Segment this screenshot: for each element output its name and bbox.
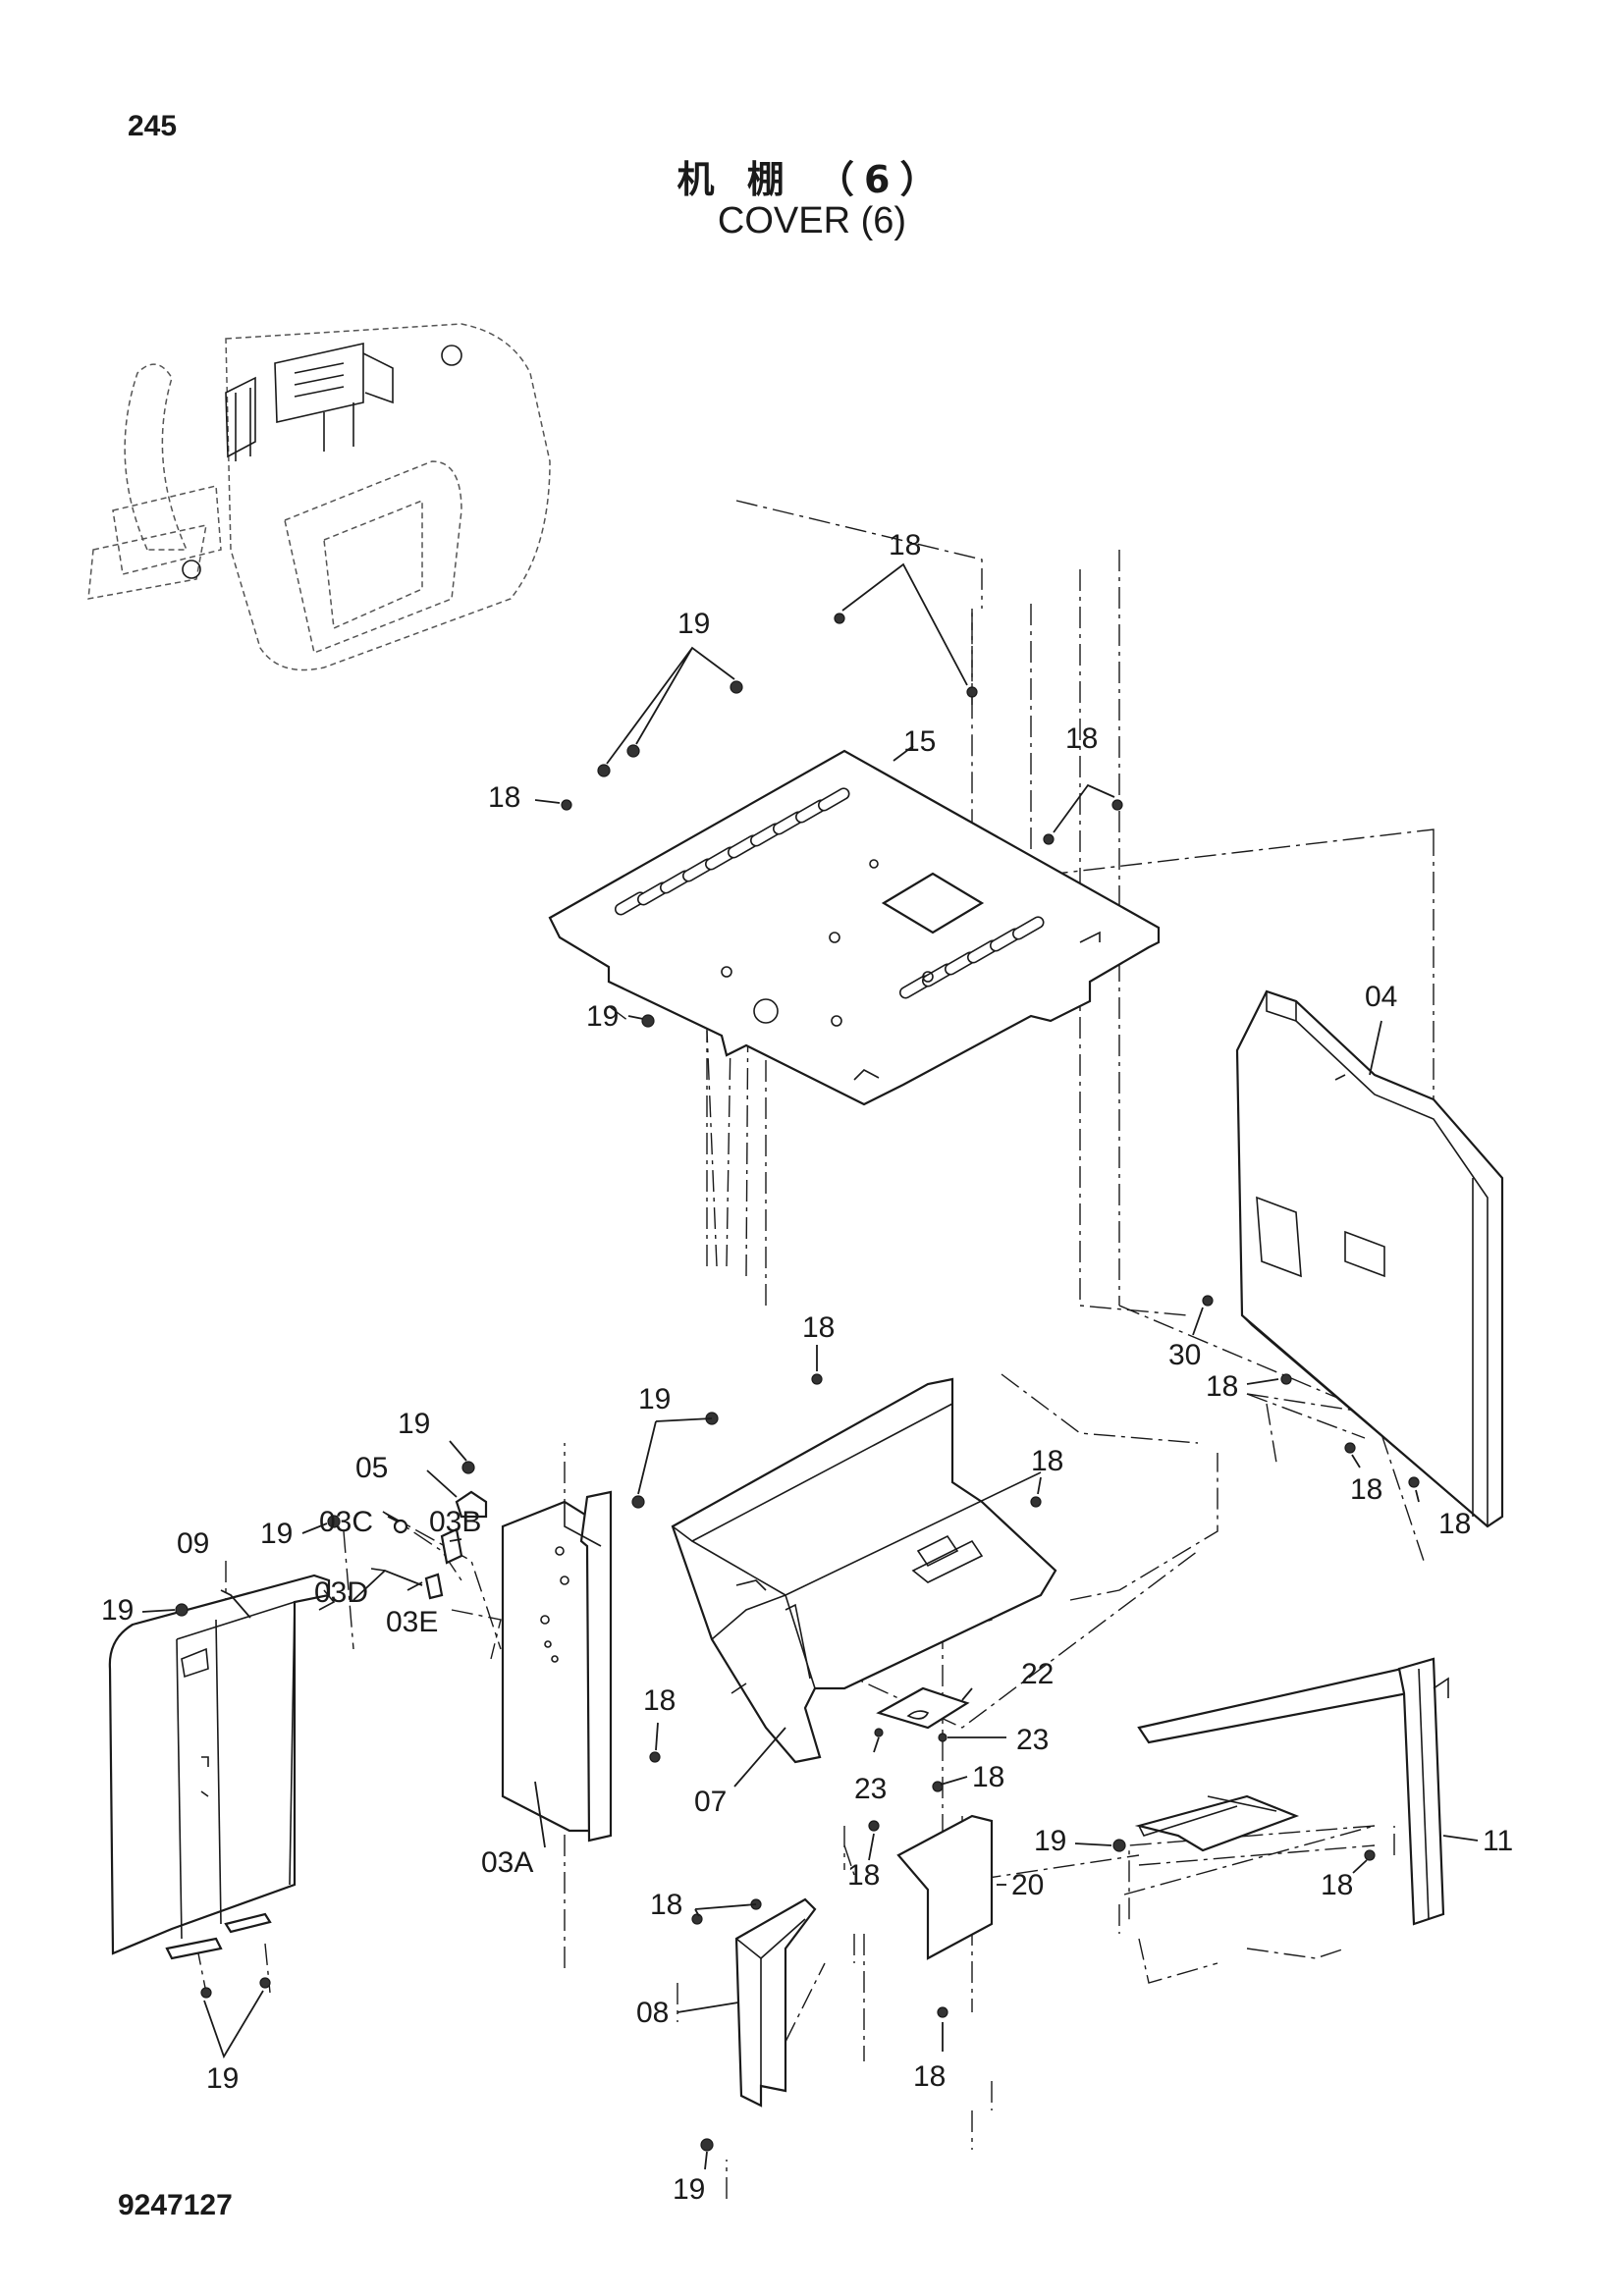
bolt-18-04-c: [1408, 1476, 1420, 1488]
callout-08: 08: [636, 1997, 669, 2029]
bolt-30: [1202, 1295, 1214, 1307]
callout-30: 30: [1168, 1339, 1201, 1371]
callout-03b: 03B: [429, 1506, 481, 1538]
part-03e-nut: [424, 1573, 444, 1600]
callout-18-top-left: 18: [488, 781, 520, 814]
bolt-18-08-b: [691, 1913, 703, 1925]
bolt-18-03a: [649, 1751, 661, 1763]
bolt-18-left: [561, 799, 572, 811]
bolt-18-right-a: [1043, 833, 1055, 845]
bolt-18-11: [1364, 1849, 1376, 1861]
callout-11: 11: [1483, 1825, 1513, 1857]
part-15-top-cover-plate: [548, 749, 1161, 1106]
callout-19-mid: 19: [586, 1000, 619, 1033]
nut-19-top-c: [626, 744, 640, 758]
callout-18-mid: 18: [802, 1311, 835, 1344]
bolt-18-04-a: [1280, 1373, 1292, 1385]
callout-labels: 18 19 18 15 18 19 04 18 30 18 18 18 19 1…: [101, 529, 1513, 2206]
nut-19-05: [461, 1461, 475, 1474]
callout-18-top-right: 18: [1065, 722, 1098, 755]
callout-18-center: 18: [1031, 1445, 1063, 1477]
bolt-23-right: [938, 1733, 947, 1742]
callout-23-left: 23: [854, 1773, 887, 1805]
callout-19-09-bottom: 19: [206, 2062, 239, 2095]
callout-20: 20: [1011, 1869, 1044, 1901]
bolt-18-center: [811, 1373, 823, 1385]
callout-18-right-a: 18: [1206, 1370, 1238, 1403]
callout-18-top: 18: [889, 529, 921, 561]
part-05-small-bracket: [455, 1490, 488, 1519]
callout-18-right-c: 18: [1438, 1508, 1471, 1540]
callout-22: 22: [1021, 1658, 1054, 1690]
callout-03e: 03E: [386, 1606, 438, 1638]
bolt-18-top-a: [834, 613, 845, 624]
nut-19-mid: [641, 1014, 655, 1028]
callout-07: 07: [694, 1786, 727, 1818]
part-03d-stud: [370, 1568, 386, 1572]
callout-19-upper-left: 19: [638, 1383, 671, 1415]
part-03b-clip: [440, 1527, 463, 1565]
bolt-18-04-b: [1344, 1442, 1356, 1454]
bolt-18-20-bottom: [937, 2006, 948, 2018]
callout-18-11: 18: [1321, 1869, 1353, 1901]
part-09-left-side-panel: [108, 1574, 336, 1960]
nut-19-09-top: [327, 1515, 341, 1528]
excavator-location-thumbnail: [87, 323, 551, 671]
nut-19-11: [1112, 1839, 1126, 1852]
fasteners: [175, 613, 1420, 2152]
callout-04: 04: [1365, 981, 1397, 1013]
callout-03a: 03A: [481, 1846, 533, 1879]
callout-18-03a: 18: [643, 1684, 676, 1717]
nut-19-09-bottom-a: [200, 1987, 212, 1999]
bolt-18-top-b: [966, 686, 978, 698]
callout-18-20-top: 18: [972, 1761, 1004, 1793]
bolt-18-right-b: [1111, 799, 1123, 811]
callout-18-20-left: 18: [847, 1859, 880, 1892]
bolt-18-07: [1030, 1496, 1042, 1508]
page-number: 245: [128, 110, 178, 142]
leader-lines: [141, 562, 1479, 2170]
part-22-small-plate: [876, 1686, 970, 1730]
part-03c-washer: [393, 1519, 408, 1534]
part-07-center-duct-box: [671, 1377, 1057, 1764]
callout-18-08: 18: [650, 1889, 682, 1921]
callout-05: 05: [355, 1452, 388, 1484]
nut-19-09-bottom-b: [259, 1977, 271, 1989]
nut-19-03a: [631, 1495, 645, 1509]
bolt-18-20-left: [868, 1820, 880, 1832]
drawing-number: 9247127: [118, 2189, 233, 2221]
nut-19-08-bottom: [700, 2138, 714, 2152]
title-chinese: 机 棚 （6）: [677, 158, 947, 201]
part-03a-vertical-column: [501, 1490, 613, 1842]
callout-03d: 03D: [314, 1576, 368, 1609]
part-11-right-frame: [1134, 1657, 1449, 1926]
assembly-phantom-lines: [186, 500, 1435, 2199]
callout-19-11: 19: [1034, 1825, 1066, 1857]
callout-19-08-bottom: 19: [673, 2173, 705, 2206]
callout-18-right-b: 18: [1350, 1473, 1382, 1506]
nut-19-09-left: [175, 1603, 189, 1617]
part-08-lower-bracket: [734, 1897, 817, 2108]
callout-23-right: 23: [1016, 1724, 1049, 1756]
callout-19-left: 19: [101, 1594, 134, 1627]
title-english: COVER (6): [717, 200, 907, 241]
callout-15: 15: [903, 725, 936, 758]
callout-19-bracket: 19: [398, 1408, 430, 1440]
part-20-plate: [896, 1814, 994, 1960]
callout-09: 09: [177, 1527, 209, 1560]
bolt-18-20-top: [932, 1781, 944, 1792]
nut-19-top-b: [597, 764, 611, 777]
callout-19-top: 19: [677, 608, 710, 640]
nut-19-top-a: [730, 680, 743, 694]
part-04-right-side-panel: [1235, 989, 1504, 1528]
callout-19-left-mid: 19: [260, 1518, 293, 1550]
callout-03c: 03C: [319, 1506, 373, 1538]
bolt-23-left: [874, 1728, 884, 1737]
callout-18-20-bottom: 18: [913, 2060, 946, 2093]
